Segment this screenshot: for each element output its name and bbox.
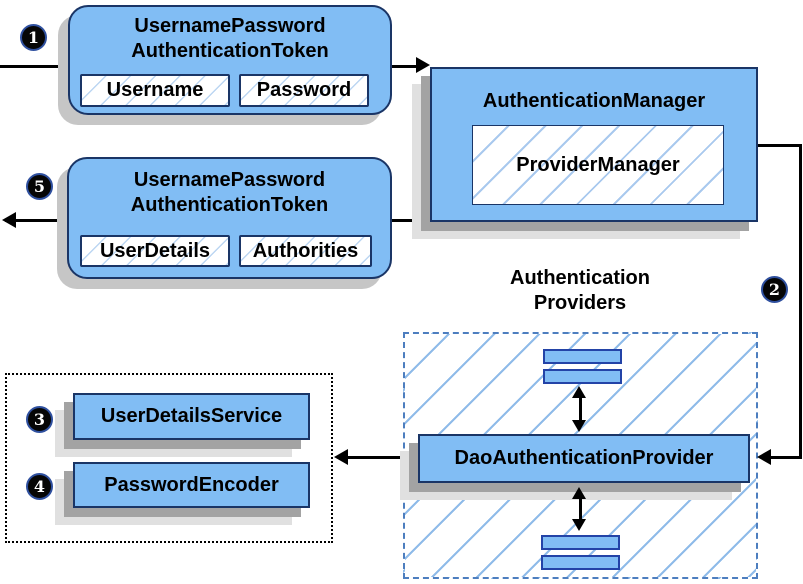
provider-placeholder-bar [541,535,620,550]
user-details-field-box: UserDetails [80,235,230,267]
arrow-down-icon [572,519,586,531]
username-field-box: Username [80,74,230,107]
arrow-up-icon [572,487,586,499]
authentication-providers-heading: Authentication Providers [455,266,705,316]
arrow-right-icon [416,57,430,73]
password-encoder-node: PasswordEncoder [73,462,310,508]
step-5-number: 5 [33,176,46,196]
double-arrow-line-lower [579,495,582,521]
dao-authentication-provider-node: DaoAuthenticationProvider [418,434,750,483]
step-5-badge: 5 [26,173,53,200]
provider-manager-box: ProviderManager [472,125,724,205]
arrow-left-icon [2,212,16,228]
token-request-title-line1: UsernamePassword [134,15,326,37]
authorities-field-box: Authorities [239,235,372,267]
dao-authentication-provider-label: DaoAuthenticationProvider [454,447,714,469]
user-details-service-label: UserDetailsService [100,405,283,427]
provider-placeholder-bar [541,555,620,570]
password-field-label: Password [256,79,352,101]
token-request-title-line2: AuthenticationToken [131,40,329,62]
arrow-up-icon [572,386,586,398]
arrow-down-icon [572,420,586,432]
username-password-token-response-node: UsernamePassword AuthenticationToken Use… [67,157,392,279]
double-arrow-line-upper [579,394,582,424]
step-4-number: 4 [33,476,46,496]
step-2-badge: 2 [761,276,788,303]
step-3-number: 3 [33,409,46,429]
arrow-left-icon [334,449,348,465]
authentication-manager-node: AuthenticationManager ProviderManager [430,67,758,222]
arrow-left-icon [757,449,771,465]
user-details-service-node: UserDetailsService [73,393,310,440]
flow-line-incoming [0,65,68,68]
flow-line-manager-out [392,219,430,222]
token-request-title: UsernamePassword AuthenticationToken [70,7,390,64]
providers-heading-line2: Providers [533,292,627,314]
step-1-badge: 1 [20,24,47,51]
flow-line-step2-bottom [770,456,800,459]
password-encoder-label: PasswordEncoder [104,473,279,496]
flow-line-outgoing [5,219,67,222]
provider-manager-label: ProviderManager [516,153,680,176]
step-1-number: 1 [27,27,40,47]
step-3-badge: 3 [26,406,53,433]
provider-placeholder-bar [543,369,622,384]
step-4-badge: 4 [26,473,53,500]
password-field-box: Password [239,74,369,107]
token-response-title-line2: AuthenticationToken [130,194,329,216]
token-response-title-line1: UsernamePassword [133,169,326,191]
provider-placeholder-bar [543,349,622,364]
flow-line-step2-vertical [799,144,802,459]
collaborators-group [5,373,333,543]
authorities-field-label: Authorities [252,239,359,262]
flow-line-step2-top [758,144,802,147]
user-details-field-label: UserDetails [99,239,211,262]
username-field-label: Username [106,79,204,101]
step-2-number: 2 [768,279,781,299]
flow-line-to-collaborators [347,456,418,459]
flow-line-to-manager [392,65,420,68]
providers-heading-line1: Authentication [510,267,650,289]
token-response-title: UsernamePassword AuthenticationToken [69,159,390,218]
username-password-token-request-node: UsernamePassword AuthenticationToken Use… [68,5,392,115]
authentication-manager-title: AuthenticationManager [482,90,706,112]
